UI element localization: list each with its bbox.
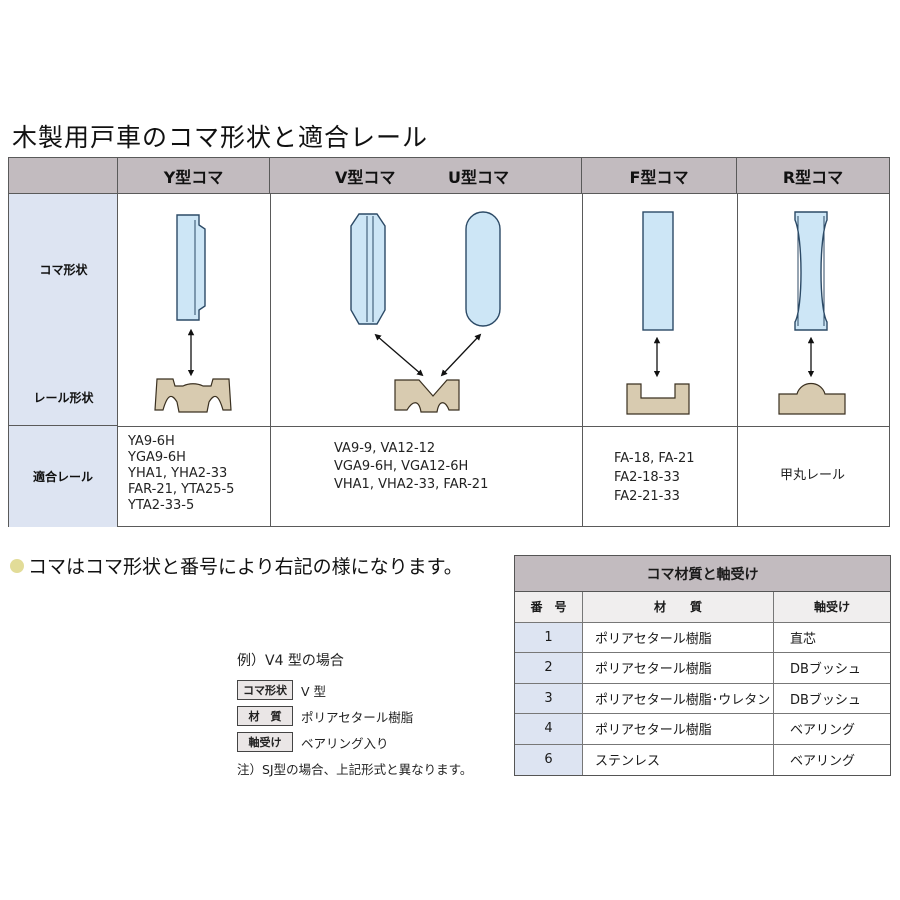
u-arrow: [440, 333, 482, 377]
note-line: コマはコマ形状と番号により右記の様になります。: [10, 552, 463, 579]
note-text: コマはコマ形状と番号により右記の様になります。: [28, 556, 463, 578]
compatibility-table: Y型コマ V型コマ U型コマ F型コマ R型コマ コマ形状 レール形状 適合レー…: [8, 157, 890, 527]
cell-bearing: ベアリング: [790, 754, 856, 770]
header-v-koma: V型コマ: [335, 167, 396, 187]
header-material: 材 質: [583, 592, 774, 622]
rail-item: YA9-6H: [128, 434, 175, 449]
r-rail: [778, 382, 846, 415]
page-title: 木製用戸車のコマ形状と適合レール: [12, 123, 429, 152]
rail-item: FA-18, FA-21: [614, 451, 695, 466]
v-koma-wheel: [350, 213, 386, 325]
cell-no: 4: [515, 714, 583, 744]
example-row: 軸受け ベアリング入り: [237, 729, 507, 755]
u-koma-wheel: [465, 211, 501, 327]
table-row: 4 ポリアセタール樹脂 ベアリング: [515, 714, 890, 745]
cell-bearing: DBブッシュ: [790, 692, 861, 708]
cell-bearing: DBブッシュ: [790, 662, 861, 678]
y-koma-wheel: [176, 214, 206, 321]
cell-material: ステンレス: [583, 744, 774, 775]
cell-material: ポリアセタール樹脂: [583, 714, 774, 744]
header-vu-koma: V型コマ U型コマ: [270, 158, 582, 194]
header-r-koma: R型コマ: [737, 158, 889, 194]
example-value: V 型: [301, 683, 327, 699]
rail-item: FAR-21, YTA25-5: [128, 482, 235, 497]
rail-item: YHA1, YHA2-33: [128, 466, 228, 481]
header-y-koma: Y型コマ: [118, 158, 270, 194]
example-label: コマ形状: [237, 680, 293, 700]
cell-material: ポリアセタール樹脂: [583, 653, 774, 683]
bullet-icon: [10, 558, 24, 573]
material-table-caption: コマ材質と軸受け: [515, 556, 890, 592]
cell-no: 6: [515, 744, 583, 775]
row-label-rail-shape: レール形状: [33, 390, 94, 405]
cell-no: 3: [515, 683, 583, 713]
vu-rail: [394, 379, 460, 413]
row-label-rail-fit: 適合レール: [9, 426, 118, 527]
y-rail: [154, 378, 232, 413]
header-bearing: 軸受け: [813, 600, 850, 615]
rail-item: YTA2-33-5: [128, 498, 195, 513]
rail-item: 甲丸レール: [780, 468, 846, 483]
table-row: 1 ポリアセタール樹脂 直芯: [515, 622, 890, 653]
v-arrow: [374, 333, 424, 377]
f-rail: [626, 383, 690, 415]
rail-list-r: 甲丸レール: [780, 468, 845, 484]
example-row: コマ形状 V 型: [237, 677, 507, 703]
table-row: 3 ポリアセタール樹脂･ウレタン DBブッシュ: [515, 683, 890, 714]
rail-item: FA2-18-33: [614, 470, 680, 485]
cell-material: ポリアセタール樹脂: [583, 622, 774, 652]
rail-item: VHA1, VHA2-33, FAR-21: [334, 477, 489, 492]
table-row: 6 ステンレス ベアリング: [515, 744, 890, 775]
row-header-shapes: [9, 194, 118, 426]
cell-bearing: 直芯: [790, 631, 817, 647]
f-koma-wheel: [642, 211, 674, 331]
cell-bearing: ベアリング: [790, 723, 856, 739]
material-table-header: 番 号 材 質 軸受け: [515, 592, 890, 623]
cell-material: ポリアセタール樹脂･ウレタン: [583, 683, 774, 713]
header-u-koma: U型コマ: [448, 167, 509, 187]
example-value: ベアリング入り: [301, 735, 389, 751]
shape-diagrams: [154, 211, 846, 415]
r-koma-wheel: [794, 211, 828, 331]
row-label-koma-shape: コマ形状: [39, 262, 88, 277]
example-box: 例）V4 型の場合 コマ形状 V 型 材 質 ポリアセタール樹脂 軸受け ベアリ…: [237, 650, 507, 778]
example-row: 材 質 ポリアセタール樹脂: [237, 703, 507, 729]
header-corner: [9, 158, 118, 194]
example-footnote: 注）SJ型の場合、上記形式と異なります。: [237, 762, 473, 777]
rail-item: FA2-21-33: [614, 489, 680, 504]
header-f-koma: F型コマ: [582, 158, 737, 194]
rail-item: VA9-9, VA12-12: [334, 441, 436, 456]
rail-item: YGA9-6H: [128, 450, 186, 465]
rail-list-y: YA9-6H YGA9-6H YHA1, YHA2-33 FAR-21, YTA…: [128, 434, 234, 514]
example-label: 軸受け: [237, 732, 293, 752]
header-no: 番 号: [515, 592, 583, 622]
cell-no: 2: [515, 653, 583, 683]
table-row: 2 ポリアセタール樹脂 DBブッシュ: [515, 653, 890, 684]
cell-no: 1: [515, 622, 583, 652]
rail-item: VGA9-6H, VGA12-6H: [334, 459, 469, 474]
example-label: 材 質: [237, 706, 293, 726]
rail-list-vu: VA9-9, VA12-12 VGA9-6H, VGA12-6H VHA1, V…: [334, 440, 488, 494]
example-title: 例）V4 型の場合: [237, 653, 344, 669]
example-value: ポリアセタール樹脂: [301, 709, 414, 725]
material-table: コマ材質と軸受け 番 号 材 質 軸受け 1 ポリアセタール樹脂 直芯 2 ポリ…: [514, 555, 891, 776]
rail-list-f: FA-18, FA-21 FA2-18-33 FA2-21-33: [614, 449, 695, 506]
